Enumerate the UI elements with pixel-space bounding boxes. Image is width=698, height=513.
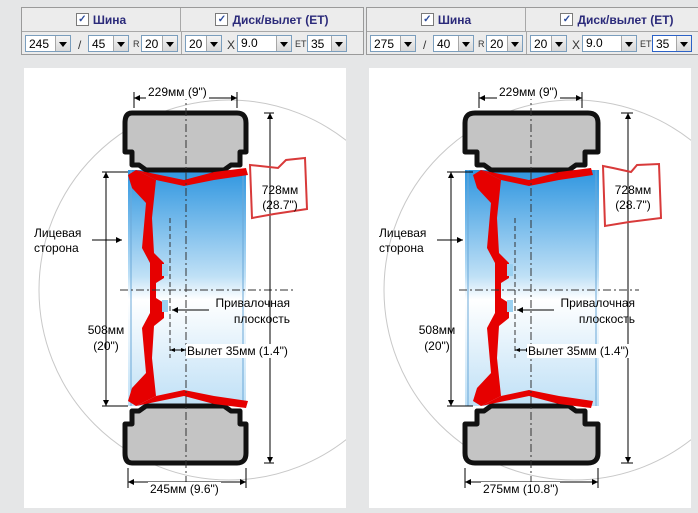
left-disk-width-dropdown[interactable] xyxy=(276,35,292,52)
right-tire-profile-select[interactable]: 40 xyxy=(433,35,474,52)
left-et-select[interactable]: 35 xyxy=(307,35,347,52)
right-et-label: ET xyxy=(640,39,652,49)
right-disk-checkbox[interactable]: ✓ xyxy=(560,13,574,26)
left-tire-header: ✓ Шина xyxy=(22,8,181,32)
right-tire-label: Шина xyxy=(437,12,472,27)
right-outer-diameter-mm: 728мм xyxy=(614,183,652,197)
left-bottom-width-label: 245мм (9.6") xyxy=(148,482,221,496)
left-disk-diameter-select[interactable]: 20 xyxy=(185,35,222,52)
right-rim-diameter-mm: 508мм xyxy=(418,323,456,337)
left-mount-plane-label-1: Привалочная xyxy=(215,296,290,310)
chevron-down-icon xyxy=(206,36,221,51)
right-face-side-label-2: сторона xyxy=(379,241,424,255)
right-bottom-width-label: 275мм (10.8") xyxy=(481,482,561,496)
chevron-down-icon xyxy=(458,36,473,51)
right-r-label: R xyxy=(478,39,485,49)
left-disk-label: Диск/вылет (ET) xyxy=(232,12,329,27)
left-mount-plane-label-2: плоскость xyxy=(233,312,290,326)
left-face-side-label-1: Лицевая xyxy=(34,226,82,240)
right-wheel-diagram: 229мм (9") 275мм (10.8") 728мм (28.7") Л… xyxy=(369,68,691,508)
right-disk-diameter-select[interactable]: 20 xyxy=(530,35,567,52)
left-wheel-diagram: 229мм (9") 245мм (9.6") 728мм (28.7") Ли… xyxy=(24,68,346,508)
left-tire-profile-select[interactable]: 45 xyxy=(88,35,129,52)
left-x-label: X xyxy=(227,38,236,52)
right-selector-row: 275 / 40 R 20 20 X 9.0 ET 35 xyxy=(367,32,698,54)
left-tire-checkbox[interactable]: ✓ xyxy=(75,13,89,26)
left-top-width-label: 229мм (9") xyxy=(146,85,209,99)
chevron-down-icon xyxy=(162,36,177,51)
right-tire-checkbox[interactable]: ✓ xyxy=(420,13,434,26)
left-tire-diameter-select[interactable]: 20 xyxy=(141,35,178,52)
right-tire-diameter-select[interactable]: 20 xyxy=(486,35,523,52)
right-disk-width-dropdown[interactable] xyxy=(621,35,637,52)
chevron-down-icon xyxy=(276,36,291,51)
right-outer-diameter-in: (28.7") xyxy=(615,198,651,212)
right-disk-header: ✓ Диск/вылет (ET) xyxy=(526,8,698,32)
right-wheel-graphic xyxy=(383,92,691,488)
left-disk-checkbox[interactable]: ✓ xyxy=(215,13,229,26)
right-offset-label: Вылет 35мм (1.4") xyxy=(527,344,630,358)
left-outer-diameter-mm: 728мм xyxy=(261,183,299,197)
right-top-width-label: 229мм (9") xyxy=(497,85,560,99)
left-slash: / xyxy=(78,38,82,52)
chevron-down-icon xyxy=(55,36,70,51)
left-selector-panel: ✓ Шина ✓ Диск/вылет (ET) 245 / 45 R 20 2… xyxy=(21,7,364,55)
right-tire-header: ✓ Шина xyxy=(367,8,526,32)
chevron-down-icon xyxy=(400,36,415,51)
left-selector-row: 245 / 45 R 20 20 X 9.0 ET 35 xyxy=(22,32,363,54)
left-et-label: ET xyxy=(295,39,307,49)
left-disk-header: ✓ Диск/вылет (ET) xyxy=(181,8,363,32)
right-mount-plane-label-2: плоскость xyxy=(578,312,635,326)
chevron-down-icon xyxy=(331,36,346,51)
chevron-down-icon xyxy=(676,36,691,51)
left-r-label: R xyxy=(133,39,140,49)
left-tire-width-select[interactable]: 245 xyxy=(25,35,71,52)
left-outer-diameter-in: (28.7") xyxy=(262,198,298,212)
chevron-down-icon xyxy=(113,36,128,51)
right-face-side-label-1: Лицевая xyxy=(379,226,427,240)
left-tire-label: Шина xyxy=(92,12,127,27)
left-offset-label: Вылет 35мм (1.4") xyxy=(186,344,289,358)
chevron-down-icon xyxy=(507,36,522,51)
chevron-down-icon xyxy=(551,36,566,51)
left-wheel-graphic xyxy=(38,92,346,488)
right-slash: / xyxy=(423,38,427,52)
left-rim-diameter-mm: 508мм xyxy=(87,323,125,337)
right-disk-label: Диск/вылет (ET) xyxy=(577,12,674,27)
right-rim-diameter-in: (20") xyxy=(424,339,450,353)
right-x-label: X xyxy=(572,38,581,52)
right-et-select[interactable]: 35 xyxy=(652,35,692,52)
right-mount-plane-label-1: Привалочная xyxy=(560,296,635,310)
right-tire-width-select[interactable]: 275 xyxy=(370,35,416,52)
right-selector-panel: ✓ Шина ✓ Диск/вылет (ET) 275 / 40 R 20 2… xyxy=(366,7,698,55)
chevron-down-icon xyxy=(621,36,636,51)
left-face-side-label-2: сторона xyxy=(34,241,79,255)
left-rim-diameter-in: (20") xyxy=(93,339,119,353)
